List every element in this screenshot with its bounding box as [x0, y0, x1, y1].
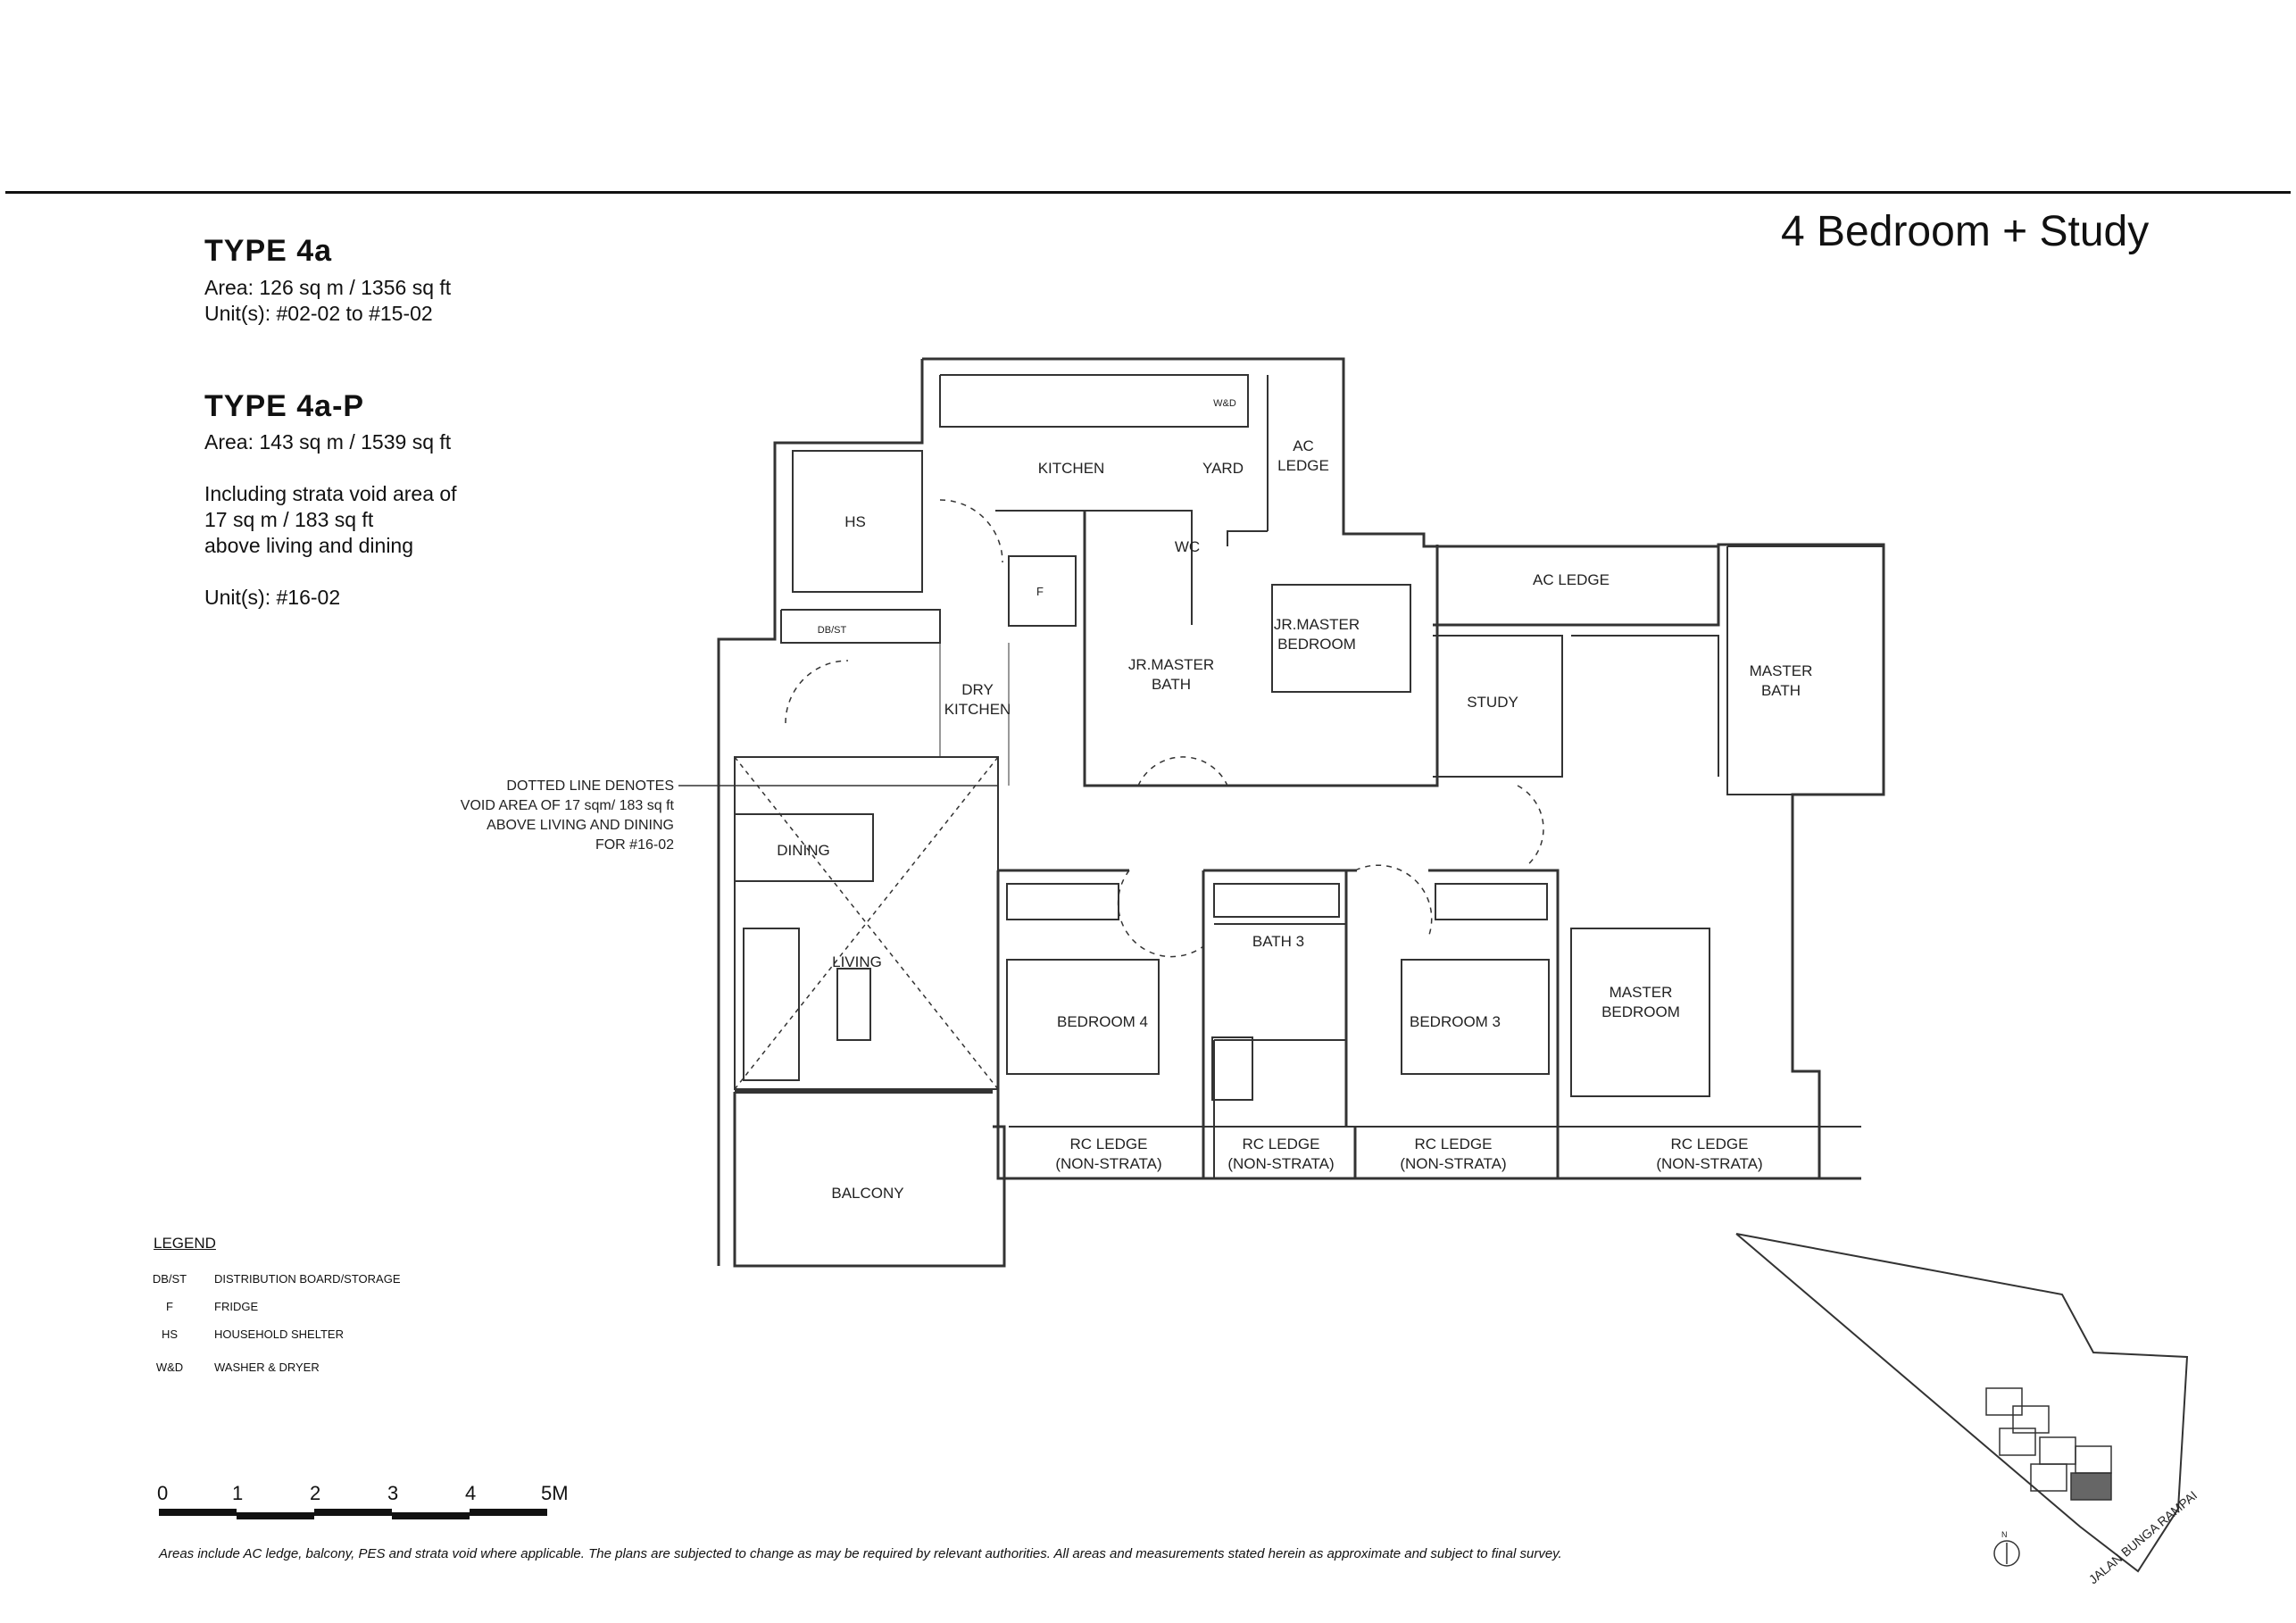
- label-balcony: BALCONY: [831, 1185, 903, 1202]
- scale-segment: [314, 1509, 392, 1516]
- label-jr-master-bedroom-1: JR.MASTER: [1274, 616, 1360, 633]
- label-dry-kitchen-2: KITCHEN: [944, 701, 1011, 718]
- legend-abbr: DB/ST: [152, 1272, 187, 1286]
- label-dry-kitchen-1: DRY: [961, 681, 994, 698]
- highlighted-unit-02: [2070, 1472, 2112, 1501]
- type-4a-units: Unit(s): #02-02 to #15-02: [204, 302, 433, 325]
- scale-label: 1: [232, 1482, 244, 1504]
- strata-void-note-line2: 17 sq m / 183 sq ft: [204, 508, 374, 531]
- label-yard: YARD: [1202, 460, 1244, 477]
- label-jr-master-bedroom-2: BEDROOM: [1277, 636, 1356, 653]
- legend-list: DB/ST DISTRIBUTION BOARD/STORAGE F FRIDG…: [143, 1272, 401, 1388]
- scale-segment: [470, 1509, 547, 1516]
- label-jr-master-bath-2: BATH: [1152, 676, 1191, 693]
- legend-desc: DISTRIBUTION BOARD/STORAGE: [214, 1272, 401, 1286]
- north-label: N: [2001, 1530, 2008, 1539]
- label-non-strata-2: (NON-STRATA): [1227, 1155, 1334, 1172]
- label-hs: HS: [844, 513, 866, 530]
- void-note-line4: FOR #16-02: [595, 837, 674, 853]
- label-kitchen: KITCHEN: [1038, 460, 1105, 477]
- top-divider-line: [5, 191, 2291, 194]
- label-master-bath-1: MASTER: [1750, 662, 1813, 679]
- label-bath-3: BATH 3: [1252, 933, 1304, 950]
- scale-label: 4: [465, 1482, 477, 1504]
- label-non-strata-1: (NON-STRATA): [1055, 1155, 1161, 1172]
- type-4a-p-title: TYPE 4a-P: [204, 389, 365, 423]
- legend-item: F FRIDGE: [143, 1300, 401, 1328]
- label-master-bedroom-1: MASTER: [1610, 984, 1673, 1001]
- void-note-line1: DOTTED LINE DENOTES: [506, 778, 674, 794]
- label-fridge: F: [1036, 585, 1044, 598]
- scale-label: 5M: [541, 1482, 569, 1504]
- label-rc-ledge-1: RC LEDGE: [1070, 1136, 1148, 1153]
- label-study: STUDY: [1467, 694, 1518, 711]
- scale-bar: 0 1 2 3 4 5M: [157, 1482, 578, 1527]
- label-master-bedroom-2: BEDROOM: [1601, 1003, 1680, 1020]
- disclaimer-text: Areas include AC ledge, balcony, PES and…: [159, 1546, 1562, 1561]
- label-bedroom-3: BEDROOM 3: [1410, 1013, 1501, 1030]
- label-non-strata-4: (NON-STRATA): [1656, 1155, 1762, 1172]
- void-note-line3: ABOVE LIVING AND DINING: [487, 818, 674, 833]
- road-label: JALAN BUNGA RAMPAI: [2086, 1488, 2200, 1587]
- scale-segment: [392, 1512, 470, 1519]
- label-dining: DINING: [777, 842, 830, 859]
- scale-segment: [159, 1509, 237, 1516]
- label-master-bath-2: BATH: [1761, 682, 1801, 699]
- label-dbst: DB/ST: [818, 625, 847, 636]
- label-non-strata-3: (NON-STRATA): [1400, 1155, 1506, 1172]
- label-wc: WC: [1175, 538, 1200, 555]
- label-ac-ledge-top: AC LEDGE: [1533, 571, 1610, 588]
- label-rc-ledge-4: RC LEDGE: [1671, 1136, 1749, 1153]
- legend-title: LEGEND: [154, 1235, 216, 1252]
- legend-item: DB/ST DISTRIBUTION BOARD/STORAGE: [143, 1272, 401, 1300]
- scale-label: 2: [310, 1482, 321, 1504]
- strata-void-note-line1: Including strata void area of: [204, 482, 457, 505]
- type-4a-title: TYPE 4a: [204, 234, 333, 268]
- label-rc-ledge-3: RC LEDGE: [1415, 1136, 1493, 1153]
- type-4a-p-area: Area: 143 sq m / 1539 sq ft: [204, 430, 452, 454]
- scale-label: 3: [387, 1482, 399, 1504]
- label-living: LIVING: [832, 953, 882, 970]
- strata-void-note-line3: above living and dining: [204, 534, 414, 557]
- void-note-line2: VOID AREA OF 17 sqm/ 183 sq ft: [461, 798, 675, 813]
- key-plan: N JALAN BUNGA RAMPAI: [1735, 1233, 2200, 1587]
- label-ac-ledge-1: AC: [1293, 437, 1314, 454]
- label-ac-ledge-2: LEDGE: [1277, 457, 1329, 474]
- label-bedroom-4: BEDROOM 4: [1057, 1013, 1148, 1030]
- legend-item: W&D WASHER & DRYER: [143, 1361, 401, 1388]
- scale-segment: [237, 1512, 314, 1519]
- scale-label: 0: [157, 1482, 169, 1504]
- legend-desc: HOUSEHOLD SHELTER: [214, 1328, 344, 1341]
- legend-item: HS HOUSEHOLD SHELTER: [143, 1328, 401, 1361]
- north-compass-icon: [1993, 1540, 2020, 1567]
- legend-abbr: HS: [161, 1328, 179, 1341]
- legend-abbr: W&D: [155, 1361, 184, 1374]
- label-rc-ledge-2: RC LEDGE: [1243, 1136, 1320, 1153]
- legend-desc: FRIDGE: [214, 1300, 259, 1313]
- type-4a-area: Area: 126 sq m / 1356 sq ft: [204, 276, 452, 299]
- label-wd: W&D: [1213, 398, 1236, 409]
- unit-type-heading: 4 Bedroom + Study: [1781, 208, 2150, 255]
- legend-abbr: F: [166, 1300, 173, 1313]
- label-jr-master-bath-1: JR.MASTER: [1128, 656, 1214, 673]
- legend-desc: WASHER & DRYER: [214, 1361, 320, 1374]
- type-4a-p-units: Unit(s): #16-02: [204, 586, 341, 609]
